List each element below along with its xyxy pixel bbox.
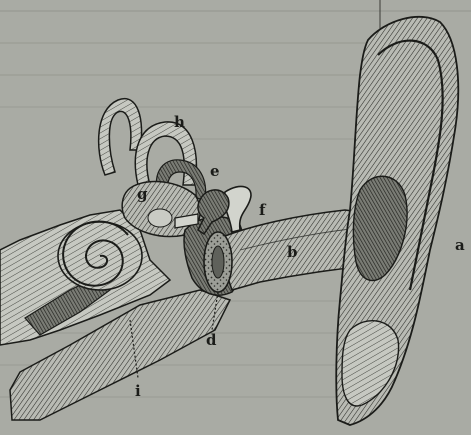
cochlea — [58, 222, 142, 291]
label-g: g — [137, 185, 148, 203]
vestibule-opening — [148, 209, 172, 227]
label-e: e — [210, 162, 220, 180]
earlobe — [342, 321, 399, 406]
label-h: h — [174, 113, 185, 131]
label-f: f — [259, 201, 267, 219]
label-a: a — [455, 236, 465, 254]
label-b: b — [287, 243, 298, 261]
label-d: d — [206, 331, 217, 349]
label-i: i — [135, 382, 141, 400]
